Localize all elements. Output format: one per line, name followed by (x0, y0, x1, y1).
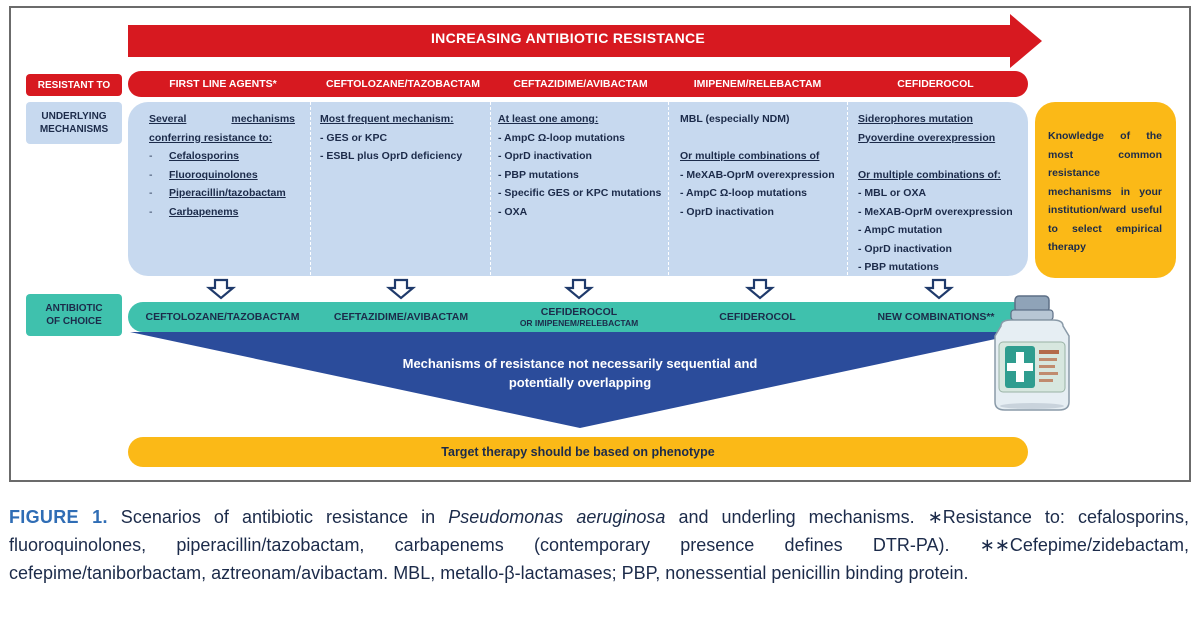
choice-item: CEFIDEROCOL (719, 311, 796, 323)
resistance-arrow (128, 14, 1042, 68)
medicine-bottle-icon (994, 295, 1070, 411)
choice-item: NEW COMBINATIONS** (877, 311, 995, 323)
resistant-to-label: RESISTANT TO (26, 74, 122, 96)
list-item: Cefalosporins (169, 150, 240, 162)
overlap-triangle (130, 332, 1028, 428)
list-item: - MeXAB-OprM overexpression (858, 205, 1013, 218)
choice-item: CEFTOLOZANE/TAZOBACTAM (145, 311, 300, 323)
down-arrow-icon (205, 278, 237, 300)
list-item: Carbapenems (169, 205, 239, 218)
list-item: - Specific GES or KPC mutations (498, 187, 662, 199)
column-divider (490, 102, 491, 340)
column-header: FIRST LINE AGENTS* (169, 78, 277, 90)
antibiotic-choice-bar (128, 302, 1028, 332)
knowledge-note: Knowledge of the most common resistance … (1048, 130, 1162, 253)
list-item: - AmpC Ω-loop mutations (680, 187, 808, 199)
column-divider (310, 102, 311, 340)
down-arrow-icon (744, 278, 776, 300)
choice-item: CEFTAZIDIME/AVIBACTAM (333, 311, 469, 323)
species-name: Pseudomonas aeruginosa (448, 507, 666, 527)
resistance-header-bar (128, 71, 1028, 97)
figure-label: FIGURE 1. (9, 507, 108, 527)
list-item: - MeXAB-OprM overexpression (680, 168, 835, 181)
column-divider (668, 102, 669, 340)
column-header: CEFIDEROCOL (897, 78, 974, 90)
mechanisms-imipenem: MBL (especially NDM) Or multiple combina… (680, 110, 845, 221)
mechanisms-cefiderocol: Siderophores mutation Pyoverdine overexp… (858, 110, 1028, 277)
down-arrow-icon (385, 278, 417, 300)
list-item: - OXA (498, 205, 528, 218)
list-item: - ESBL plus OprD deficiency (320, 150, 463, 162)
banner-title: INCREASING ANTIBIOTIC RESISTANCE (430, 30, 706, 46)
target-therapy-bar: Target therapy should be based on phenot… (128, 437, 1028, 467)
list-item: - OprD inactivation (858, 242, 952, 255)
mechanisms-ceftolozane: Most frequent mechanism: - GES or KPC - … (320, 110, 485, 166)
mechanisms-ceftazidime: At least one among: - AmpC Ω-loop mutati… (498, 110, 666, 221)
list-item: Piperacillin/tazobactam (169, 187, 286, 199)
down-arrow-icon (563, 278, 595, 300)
overlap-note: Mechanisms of resistance not necessarily… (402, 356, 758, 390)
list-item: - PBP mutations (498, 168, 579, 181)
column-header: IMIPENEM/RELEBACTAM (693, 78, 822, 90)
list-item: - OprD inactivation (498, 150, 592, 162)
list-item: - MBL or OXA (858, 187, 927, 199)
list-item: - PBP mutations (858, 261, 939, 273)
down-arrow-icon (923, 278, 955, 300)
figure-caption: FIGURE 1. Scenarios of antibiotic resist… (9, 507, 1190, 583)
knowledge-note-box (1035, 102, 1176, 278)
list-item: Fluoroquinolones (169, 168, 258, 181)
down-arrows (205, 278, 955, 300)
list-item: - AmpC mutation (858, 224, 943, 236)
column-divider (847, 102, 848, 340)
column-header: CEFTOLOZANE/TAZOBACTAM (326, 78, 480, 90)
mechanisms-panel (128, 102, 1028, 276)
list-item: - AmpC Ω-loop mutations (498, 131, 626, 144)
list-item: - GES or KPC (320, 131, 388, 144)
list-item: - OprD inactivation (680, 205, 774, 218)
column-header: CEFTAZIDIME/AVIBACTAM (513, 78, 648, 90)
